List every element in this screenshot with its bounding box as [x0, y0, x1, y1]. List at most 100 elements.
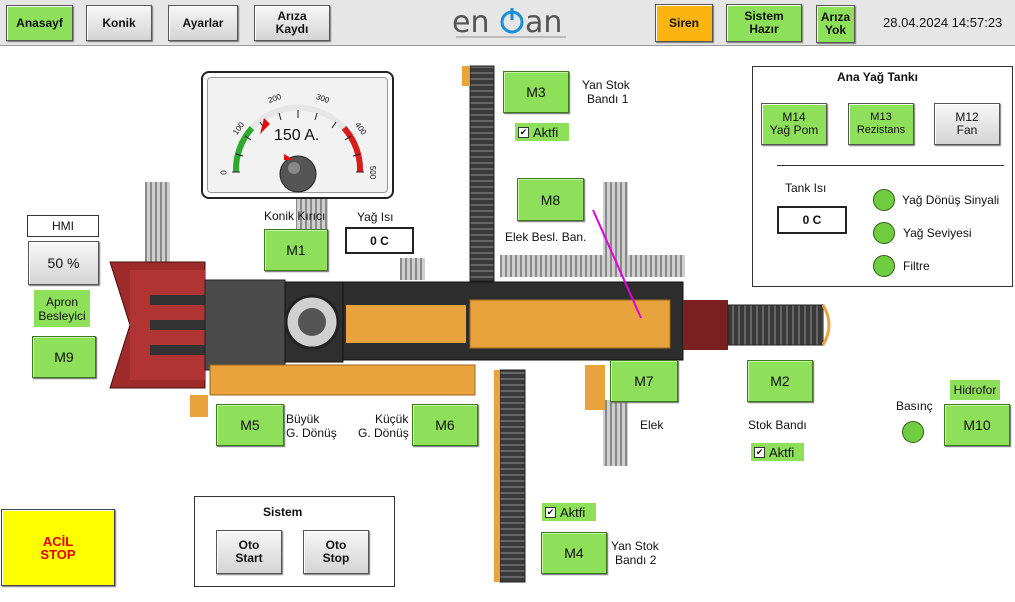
m1-label: M1 — [286, 242, 306, 258]
home-button[interactable]: Anasayf — [6, 5, 73, 41]
m7-label: M7 — [634, 373, 654, 389]
tank-temp-value-text: 0 C — [802, 213, 822, 227]
m8-label: M8 — [540, 191, 561, 208]
konik-button-label: Konik — [102, 15, 136, 30]
m4-check-icon: ✔ — [545, 506, 556, 518]
home-button-label: Anasayf — [16, 15, 63, 30]
motor-m4-button[interactable]: M4 — [541, 532, 607, 574]
gauge-readout: 150 A. — [274, 127, 320, 144]
auto-stop-button[interactable]: Oto Stop — [303, 530, 369, 574]
motor-m6-button[interactable]: M6 — [412, 404, 478, 446]
motor-m5-button[interactable]: M5 — [216, 404, 284, 446]
filter-led — [873, 255, 895, 277]
m12-label-2: Fan — [956, 123, 978, 137]
tank-temp-value: 0 C — [777, 206, 847, 234]
m5-desc-1: Büyük — [286, 412, 320, 426]
hmi-label-box: HMI — [27, 215, 99, 237]
m10-label: M10 — [963, 417, 991, 433]
m3-check-icon: ✔ — [518, 126, 529, 138]
oil-temp-value-text: 0 C — [370, 233, 389, 248]
auto-start-button[interactable]: Oto Start — [216, 530, 282, 574]
tank-temp-label: Tank Isı — [785, 181, 827, 195]
fault-log-label-1: Arıza — [277, 9, 307, 23]
emergency-stop-button[interactable]: ACİL STOP — [1, 509, 115, 586]
gauge-tick-0: 0 — [219, 170, 229, 175]
motor-m10-button[interactable]: M10 — [944, 404, 1010, 446]
settings-button[interactable]: Ayarlar — [168, 5, 238, 41]
system-ready-label-1: Sistem — [744, 9, 784, 23]
svg-text:en: en — [452, 5, 489, 40]
top-bar: Anasayf Konik Ayarlar Arıza Kaydı en an … — [0, 0, 1015, 46]
m4-desc-1: Yan Stok — [611, 539, 659, 553]
apron-feeder-label: Apron Besleyici — [34, 290, 90, 327]
m13-heater-button[interactable]: M13 Rezistans — [848, 103, 914, 145]
m2-label: M2 — [770, 373, 790, 389]
motor-m7-button[interactable]: M7 — [610, 360, 678, 402]
m6-label: M6 — [435, 417, 455, 433]
hmi-speed-value[interactable]: 50 % — [28, 241, 99, 285]
emergency-stop-label-2: STOP — [40, 546, 76, 562]
auto-start-label-1: Oto — [238, 538, 260, 552]
m3-desc-2: Bandı 1 — [587, 92, 629, 106]
current-gauge: 0 100 200 300 400 500 150 A. — [201, 71, 394, 199]
m3-desc-1: Yan Stok — [582, 78, 630, 92]
m12-label-1: M12 — [955, 110, 979, 124]
siren-button[interactable]: Siren — [655, 4, 713, 42]
pressure-indicator-led — [902, 421, 924, 443]
m14-label-2: Yağ Pom — [769, 123, 819, 137]
motor-m8-button[interactable]: M8 — [517, 178, 584, 221]
settings-button-label: Ayarlar — [182, 15, 224, 30]
system-panel: Sistem Oto Start Oto Stop — [194, 496, 395, 587]
m4-label: M4 — [564, 545, 584, 561]
oil-level-led — [873, 222, 895, 244]
m3-active-checkbox[interactable]: ✔Aktfi — [515, 123, 569, 141]
gauge-tick-500: 500 — [368, 165, 378, 180]
m4-active-label: Aktfi — [560, 504, 586, 520]
filter-label: Filtre — [903, 259, 930, 273]
grate-left — [145, 182, 170, 267]
konik-button[interactable]: Konik — [86, 5, 152, 41]
datetime: 28.04.2024 14:57:23 — [883, 15, 1003, 30]
m2-active-label: Aktfi — [769, 444, 795, 460]
oil-level-label: Yağ Seviyesi — [903, 226, 972, 240]
m14-oil-pump-button[interactable]: M14 Yağ Pom — [761, 103, 827, 145]
system-ready-label-2: Hazır — [749, 22, 779, 36]
oil-return-signal-label: Yağ Dönüş Sinyali — [902, 193, 1000, 207]
oil-temp-value: 0 C — [345, 227, 414, 254]
hmi-speed-text: 50 % — [47, 254, 80, 271]
svg-text:an: an — [525, 5, 562, 40]
m5-desc-2: G. Dönüş — [286, 426, 337, 440]
konik-kirici-label: Konik Kırıcı — [264, 209, 326, 223]
motor-m9-button[interactable]: M9 — [32, 336, 96, 378]
auto-start-label-2: Start — [235, 551, 263, 565]
m4-active-checkbox[interactable]: ✔ Aktfi — [542, 503, 596, 521]
no-fault-status[interactable]: Arıza Yok — [816, 5, 855, 43]
oil-tank-panel: Ana Yağ Tankı M14 Yağ Pom M13 Rezistans … — [752, 66, 1013, 287]
oil-tank-divider — [777, 165, 1004, 166]
fault-log-button[interactable]: Arıza Kaydı — [254, 5, 330, 41]
enopan-logo-mark: en an — [452, 5, 566, 40]
auto-stop-label-1: Oto — [325, 538, 347, 552]
m9-label: M9 — [54, 349, 74, 365]
m14-label-1: M14 — [782, 110, 806, 124]
no-fault-label-1: Arıza — [820, 10, 851, 24]
fault-log-label-2: Kaydı — [275, 22, 309, 36]
siren-label: Siren — [668, 15, 699, 30]
motor-m2-button[interactable]: M2 — [747, 360, 813, 402]
m2-active-checkbox[interactable]: ✔ Aktfi — [751, 443, 804, 461]
m13-label-1: M13 — [870, 111, 892, 123]
enopan-logo: en an enopan — [448, 2, 578, 44]
motor-m3-button[interactable]: M3 — [503, 71, 569, 113]
emergency-stop-label-1: ACİL — [42, 533, 74, 549]
m2-check-icon: ✔ — [754, 446, 765, 458]
system-ready-status[interactable]: Sistem Hazır — [726, 4, 802, 42]
m4-desc-2: Bandı 2 — [615, 553, 657, 567]
motor-m1-button[interactable]: M1 — [264, 229, 328, 271]
m6-desc-1: Küçük — [375, 412, 409, 426]
m12-fan-button[interactable]: M12 Fan — [934, 103, 1000, 145]
pressure-label: Basınç — [896, 399, 933, 413]
oil-return-signal-led — [873, 189, 895, 211]
m5-label: M5 — [240, 417, 260, 433]
m7-desc: Elek — [640, 418, 664, 432]
hydrophore-label: Hidrofor — [953, 383, 997, 397]
